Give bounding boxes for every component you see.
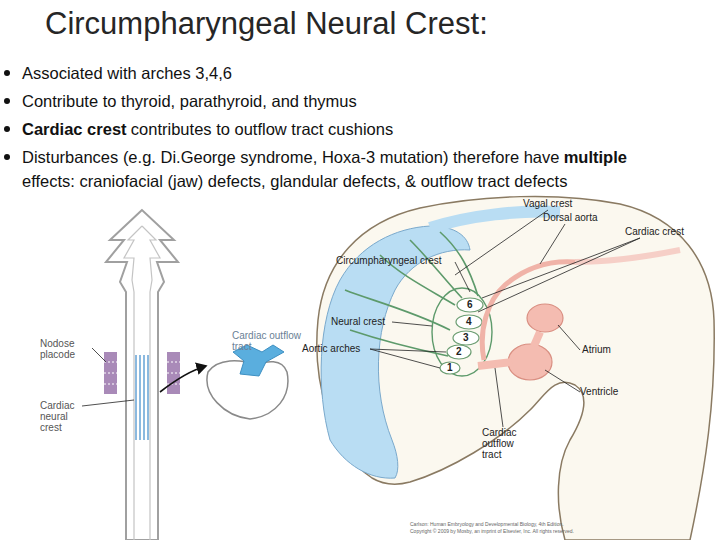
bullet-text: Cardiac crestcontributes to outflow trac… — [22, 117, 716, 141]
bullet-phrase: effects: craniofacial (jaw) defects, gla… — [22, 172, 567, 190]
part-label: Circumpharyngeal crest — [336, 255, 461, 266]
placode-texture — [104, 362, 180, 384]
bullet-text: Disturbances (e.g. Di.George syndrome, H… — [22, 145, 716, 193]
callout-number: 6 — [467, 299, 477, 310]
bullet-phrase: contributes to outflow tract cushions — [131, 120, 393, 138]
part-label: Vagal crest — [523, 198, 593, 209]
vagal-region — [430, 212, 560, 228]
embryo-outline — [317, 196, 714, 540]
part-label: Cardiac neural crest — [40, 400, 84, 433]
arch-loop — [440, 362, 460, 374]
ventricle-shape — [508, 344, 552, 380]
part-label: Cardiac crest — [625, 226, 705, 237]
callout-number: 3 — [463, 332, 473, 343]
migration-arrow — [160, 366, 206, 392]
crest-streams — [345, 232, 478, 356]
bullet-phrase: Contribute to thyroid, parathyroid, and … — [22, 92, 357, 110]
cardiac-crest-streams — [136, 355, 148, 440]
bullet-text: Associated with arches 3,4,6 — [22, 61, 716, 85]
part-label: Cardiac outflow tract — [232, 330, 304, 352]
bullet-text: Contribute to thyroid, parathyroid, and … — [22, 89, 716, 113]
outflow-tube — [478, 362, 512, 366]
bold-phrase: multiple — [564, 148, 627, 166]
callout-number: 2 — [456, 346, 466, 357]
bullet-phrase: Associated with arches 3,4,6 — [22, 64, 232, 82]
leader-line — [370, 210, 640, 427]
credit-text: Copyright © 2009 by Mosby, an imprint of… — [410, 529, 710, 535]
neural-tube-lumen — [124, 226, 160, 540]
arch-loop — [453, 331, 479, 345]
bullet-dot — [4, 98, 10, 104]
callout-number: 4 — [466, 316, 476, 327]
callout-number: 1 — [447, 362, 457, 373]
leader-line — [82, 348, 134, 406]
credit-text: Carlson: Human Embryology and Developmen… — [410, 522, 710, 528]
part-label: Atrium — [582, 344, 642, 355]
bold-phrase: Cardiac crest — [22, 120, 127, 138]
part-label: Aortic arches — [302, 343, 377, 354]
part-label: Cardiac outflow tract — [482, 427, 526, 460]
bullet-dot — [4, 154, 10, 160]
atrium-shape — [527, 304, 563, 332]
arch-loop — [447, 345, 471, 359]
bullet-dot — [4, 70, 10, 76]
part-label: Neural crest — [331, 316, 401, 327]
bullet-dot — [4, 126, 10, 132]
bullet-phrase: Disturbances (e.g. Di.George syndrome, H… — [22, 148, 559, 166]
slide-title: Circumpharyngeal Neural Crest: — [45, 4, 488, 44]
arch-loop — [457, 298, 483, 312]
heart-tube — [534, 332, 540, 346]
part-label: Ventricle — [580, 386, 640, 397]
arch-loop — [456, 315, 482, 329]
part-label: Dorsal aorta — [543, 212, 623, 223]
part-label: Nodose placode — [40, 338, 90, 360]
